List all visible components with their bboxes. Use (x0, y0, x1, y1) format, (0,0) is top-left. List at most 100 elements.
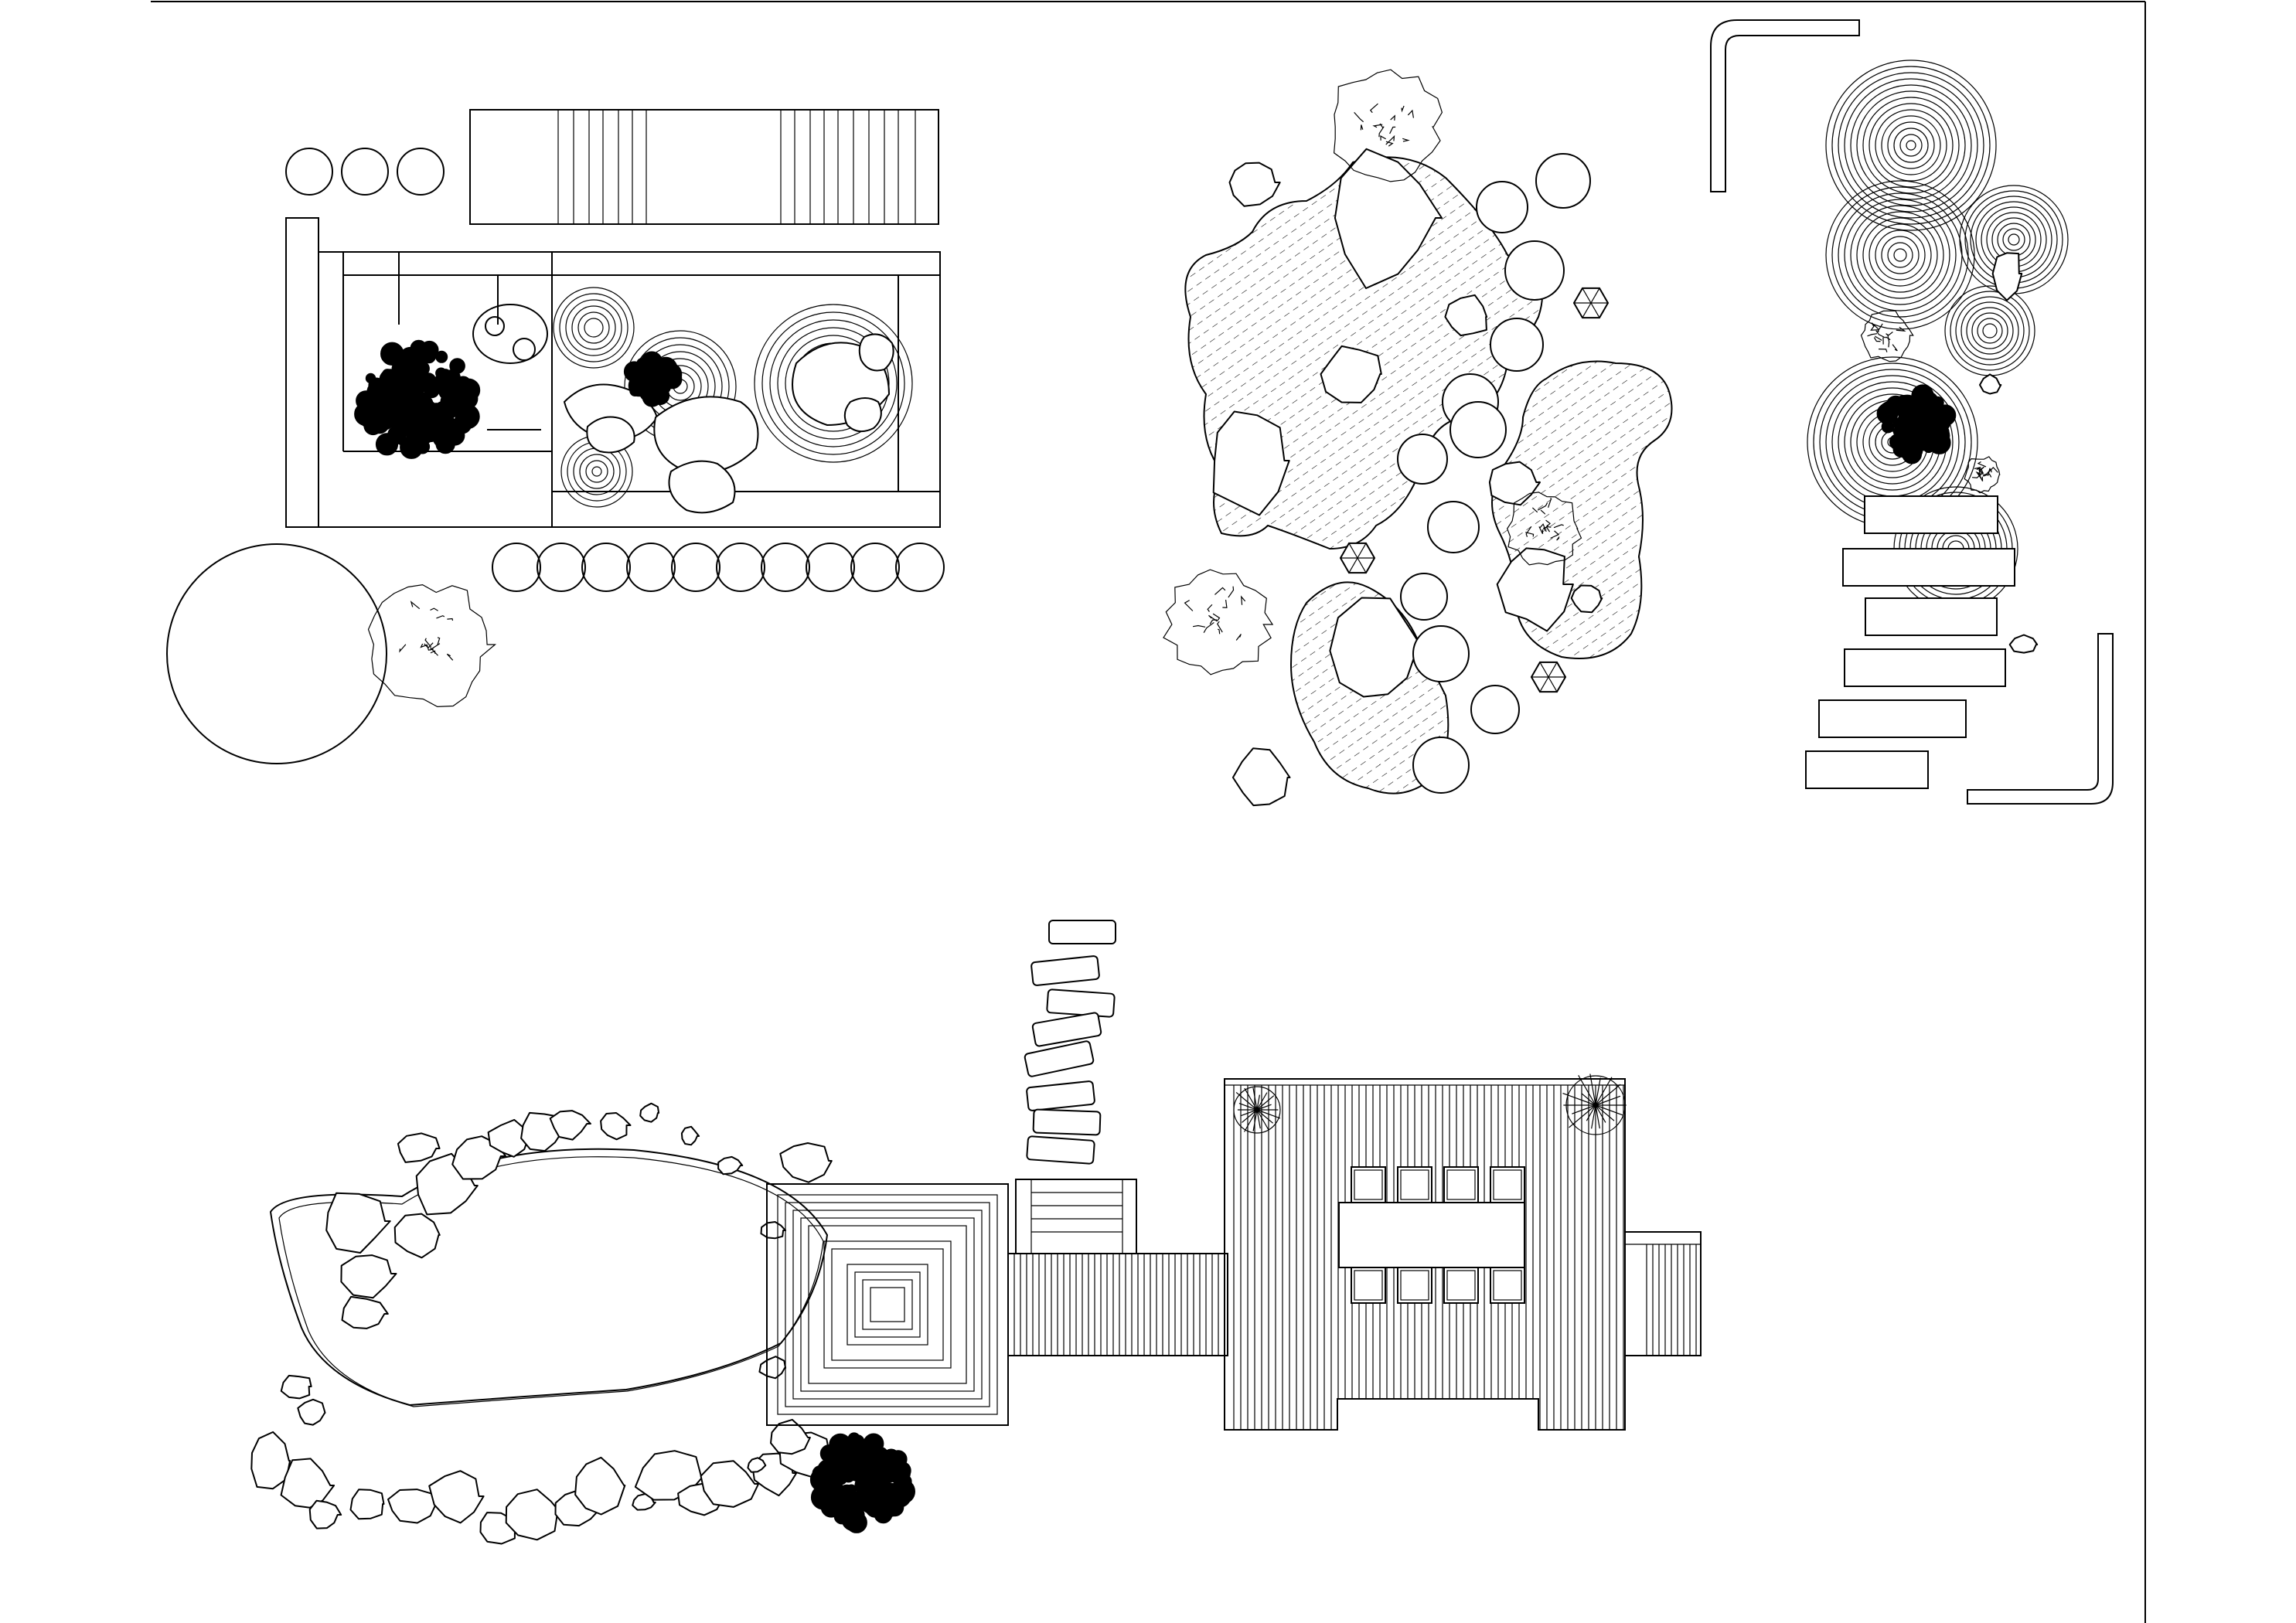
shrub (809, 1432, 915, 1533)
pavilion-ring (808, 1225, 967, 1384)
gravel-ring (584, 318, 604, 338)
stepping-circle (1535, 153, 1591, 209)
stepping-circle (671, 543, 720, 592)
pond-edge-rocks (250, 1102, 834, 1545)
side-bench (285, 217, 319, 528)
boulder (1320, 345, 1382, 403)
sheet-border (151, 1, 2146, 1623)
pavilion-ring (800, 1217, 975, 1392)
stepping-stone (1026, 1135, 1095, 1165)
pond-rock (700, 1460, 760, 1508)
chair (1397, 1166, 1432, 1203)
planters (1233, 1073, 1627, 1135)
pond-rock (297, 1398, 326, 1426)
shrub-canopy (1860, 310, 1914, 362)
stepping-circle (1490, 318, 1544, 372)
corner-wall (1710, 19, 1860, 192)
pond-rock (747, 1457, 767, 1473)
gravel-ring (1966, 307, 2014, 355)
stepping-slab (1842, 548, 2015, 587)
gravel-ring (1856, 211, 1944, 299)
tree-canopy (1163, 569, 1274, 675)
pond-rock (341, 1295, 389, 1329)
stepping-circle (537, 543, 586, 592)
stepping-circle (761, 543, 810, 592)
panel-pond-deck-plan (250, 920, 1702, 1545)
gravel-ring (1971, 312, 2008, 349)
gravel-ring (1856, 90, 1966, 200)
stepping-slab (1864, 495, 1998, 534)
gravel-ring (1960, 301, 2019, 360)
stepping-circle (1400, 573, 1448, 621)
boulder (1496, 547, 1574, 632)
gravel-ring (573, 447, 621, 495)
gravel-ring (1838, 72, 1984, 219)
pavilion-ring (854, 1271, 921, 1338)
pond-rock (250, 1431, 291, 1490)
stepping-circle (1504, 240, 1565, 301)
gravel-ring (1887, 121, 1935, 169)
gravel-ring (1887, 242, 1913, 268)
gravel-ring (1831, 186, 1969, 324)
pond-outline (269, 1148, 829, 1407)
gravel-ring (2002, 228, 2025, 251)
gravel-ring (1844, 78, 1978, 213)
trees (1163, 69, 1582, 675)
gravel-ring (1850, 205, 1950, 305)
deck-bench (469, 109, 939, 225)
stepping-stones (1024, 920, 1116, 1165)
boardwalk (1007, 1253, 1228, 1356)
round-lawn (166, 543, 387, 764)
pond-rock (680, 1125, 700, 1146)
pond-rock (717, 1155, 744, 1176)
tree-canopy (367, 584, 497, 708)
gravel-ring (1950, 291, 2030, 371)
pavilion-ring (870, 1287, 905, 1322)
boulder (653, 396, 759, 474)
boulder (2008, 634, 2039, 654)
small-shrub (623, 351, 683, 407)
pavilion-ring (862, 1279, 913, 1330)
pond-rock (505, 1489, 564, 1541)
shrub-canopy (1964, 456, 2001, 494)
stepping-stone (1030, 955, 1100, 986)
gravel-ring (1825, 60, 1997, 231)
chair (1443, 1267, 1479, 1304)
corner-wall (1967, 633, 2114, 805)
stepping-circle (1476, 181, 1528, 233)
pavilion-ring (777, 1194, 998, 1415)
gravel-ring (1868, 103, 1954, 188)
chair (1397, 1267, 1432, 1304)
stepping-circle (626, 543, 676, 592)
stepping-slab (1805, 750, 1929, 789)
gravel-ring (1982, 323, 1998, 339)
pond-rock (758, 1356, 787, 1380)
square-pavilion (766, 1183, 1009, 1426)
pond-rock (574, 1456, 626, 1516)
gravel-ring (1831, 66, 1991, 225)
stair-deck (1015, 1179, 1137, 1254)
pond-rock (770, 1418, 811, 1455)
gravel-ring (1825, 180, 1975, 330)
gravel-ring (1977, 318, 2003, 344)
stepping-circle (1427, 501, 1480, 553)
pond-rock (779, 1142, 833, 1183)
boulder (472, 304, 548, 364)
pond-rock (308, 1499, 342, 1529)
tree-canopy (1507, 492, 1582, 566)
side-stair (1624, 1231, 1702, 1356)
stepping-circle (1397, 434, 1448, 485)
pavilion-rings (777, 1194, 998, 1415)
gravel-ring (1862, 217, 1938, 293)
stepping-circle (850, 543, 900, 592)
pavilion-ring (785, 1202, 990, 1407)
boulder (1212, 410, 1290, 516)
stepping-stone (1046, 988, 1116, 1018)
pond-rock (349, 1489, 385, 1520)
gravel-ring (1881, 236, 1920, 274)
stepping-stone (1032, 1108, 1102, 1136)
lanterns (1339, 287, 1610, 693)
pond-rock (639, 1102, 660, 1123)
stepping-stone (1031, 1012, 1102, 1047)
